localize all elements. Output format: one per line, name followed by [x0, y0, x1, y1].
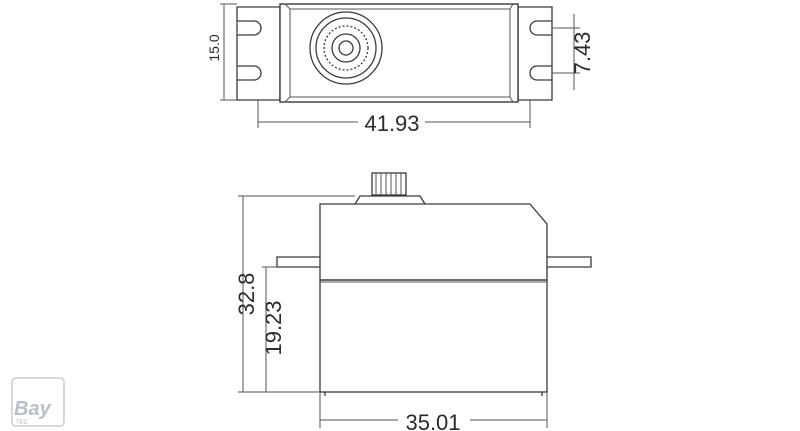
top-view-corner — [284, 3, 291, 10]
top-view-corner — [509, 96, 514, 103]
output-gear-outer — [309, 11, 383, 85]
logo-subtext: TEC — [16, 420, 29, 426]
dim-label-19-23: 19.23 — [261, 300, 286, 355]
dim-label-32-8: 32.8 — [234, 273, 259, 316]
side-mount-tab-right — [547, 256, 592, 268]
right-mount-slot-top — [529, 20, 552, 36]
output-gear-ring — [315, 17, 377, 79]
top-view: 15.0 7.43 41.93 — [206, 3, 595, 136]
side-body-bottom-case — [319, 279, 548, 393]
top-view-body — [279, 3, 519, 103]
output-gear-spline — [323, 25, 369, 71]
top-view-corner — [509, 3, 514, 10]
side-view: 32.8 19.23 35.01 — [234, 172, 592, 431]
output-gear-inner — [331, 33, 361, 63]
baytec-logo: Bay TEC — [11, 377, 65, 427]
left-mount-slot-top — [237, 20, 262, 36]
side-gear-base — [354, 195, 426, 205]
dim-label-15: 15.0 — [206, 34, 222, 61]
side-output-spline — [371, 172, 407, 196]
top-view-body-inner — [289, 8, 511, 98]
logo-frame — [11, 377, 65, 427]
side-body-top-case — [319, 203, 548, 281]
top-view-corner — [284, 96, 291, 103]
dim-label-7-43: 7.43 — [570, 32, 595, 75]
dim-label-35-01: 35.01 — [405, 410, 460, 431]
output-gear-hole — [338, 40, 354, 56]
side-mount-tab-left — [276, 256, 320, 268]
right-mount-slot-bottom — [529, 65, 552, 81]
left-mount-slot-bottom — [237, 65, 262, 81]
logo-text: Bay — [14, 398, 52, 420]
dim-label-41-93: 41.93 — [364, 111, 419, 136]
